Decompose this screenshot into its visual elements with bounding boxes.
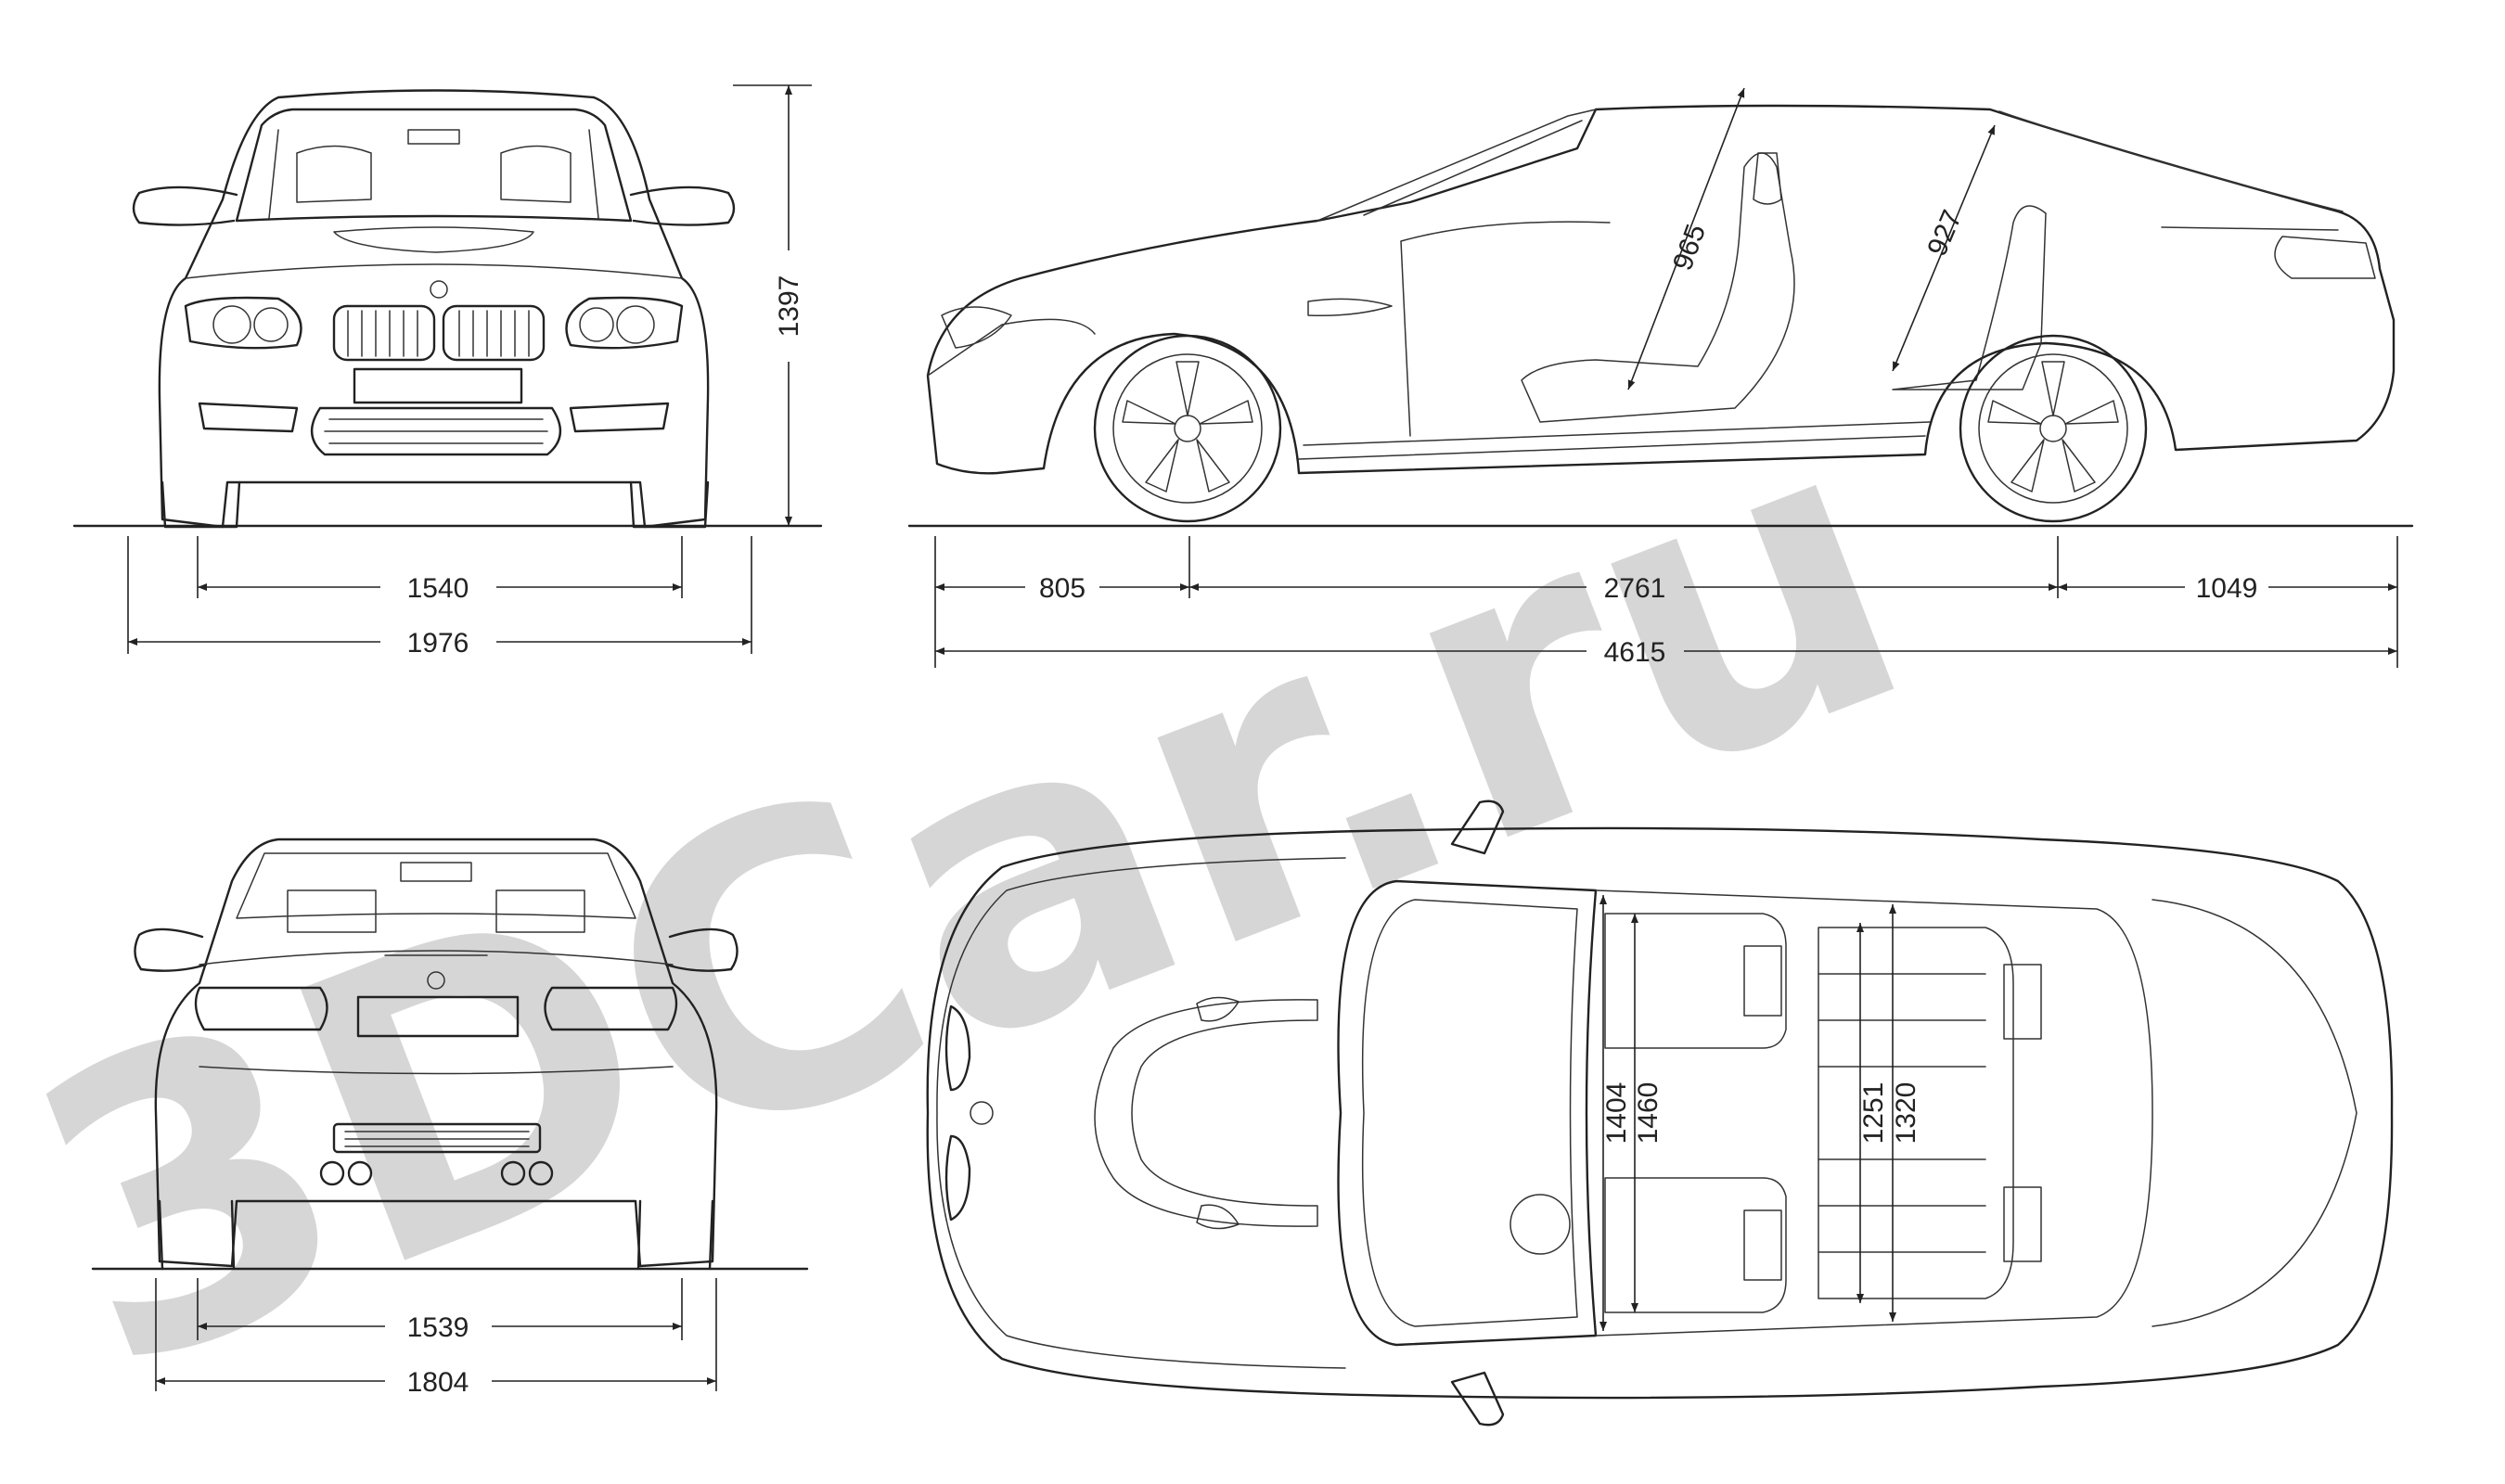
front-right-mirror (629, 186, 736, 226)
front-interior (268, 129, 599, 219)
side-front-details (927, 298, 1393, 377)
front-hood (185, 226, 683, 279)
top-front-seat-left (1604, 913, 1787, 1049)
height-label: 1397 (774, 275, 804, 338)
left-fog-intake (198, 402, 299, 433)
top-mirrors (1450, 800, 1505, 1426)
top-body-outline (926, 826, 2394, 1400)
top-hood-edge (936, 857, 1346, 1369)
rear-elbow-label: 1320 (1891, 1082, 1921, 1145)
side-headrest (1753, 152, 1782, 205)
side-front-wheel (1093, 334, 1282, 523)
right-fog-intake (569, 402, 670, 433)
rear-diffuser-grille (332, 1122, 542, 1154)
front-width-label: 1976 (407, 628, 469, 659)
rear-body-outline (154, 838, 718, 1268)
top-windshield (1337, 879, 1598, 1347)
side-rear-wheel (1959, 334, 2148, 523)
rear-bumper-line (199, 1066, 674, 1075)
top-logo (970, 1101, 994, 1125)
front-shoulder-label: 1404 (1601, 1082, 1632, 1145)
front-left-tire (161, 480, 241, 529)
rear-interior (236, 852, 636, 933)
side-rear-seat (1892, 205, 2047, 390)
front-left-mirror (132, 186, 238, 226)
right-headlight (565, 296, 684, 350)
left-headlight (184, 296, 302, 350)
side-view: 965 927 805 2761 1049 4615 (907, 87, 2414, 668)
wheelbase-label: 2761 (1604, 573, 1666, 604)
front-view: 1540 1976 1397 (72, 84, 823, 659)
rear-right-mirror (664, 928, 739, 972)
top-kidney-grille (944, 1004, 971, 1222)
rear-logo (427, 971, 445, 990)
rear-deck (199, 950, 674, 966)
side-trunk-taillight (1998, 110, 2376, 279)
top-side-vents (1196, 996, 1240, 1230)
left-kidney-grille (332, 304, 436, 362)
top-view: 1404 1460 1251 1320 (926, 800, 2394, 1426)
rear-overhang-label: 1049 (2196, 573, 2258, 604)
exhaust-tips (319, 1160, 554, 1186)
rear-left-mirror (134, 928, 208, 972)
rear-track-label: 1539 (407, 1312, 469, 1343)
top-front-seat-right (1604, 1177, 1787, 1313)
front-overhang-label: 805 (1039, 573, 1086, 604)
top-trunk (2152, 899, 2357, 1327)
front-logo (430, 280, 448, 299)
front-windshield (235, 108, 633, 223)
watermark-text: 3DCar.ru (0, 332, 1959, 1461)
rear-headroom-label: 927 (1921, 206, 1968, 261)
watermark: 3DCar.ru (0, 332, 1959, 1461)
right-kidney-grille (442, 304, 546, 362)
length-label: 4615 (1604, 637, 1666, 668)
right-taillight (544, 986, 678, 1031)
side-sill (1298, 421, 1931, 460)
rear-shoulder-label: 1251 (1858, 1082, 1889, 1145)
top-hood-bulge (1094, 999, 1318, 1227)
front-intake (311, 406, 561, 456)
top-rear-seats (1818, 927, 2042, 1299)
front-headroom-label: 965 (1667, 221, 1712, 275)
side-windshield (1317, 109, 1597, 222)
mirror-width-label: 1804 (407, 1367, 469, 1398)
front-plate (353, 367, 523, 404)
front-elbow-label: 1460 (1633, 1082, 1664, 1145)
top-cabin (1595, 889, 2153, 1337)
rear-view: 1539 1804 (91, 838, 809, 1398)
rear-tires (158, 1199, 714, 1271)
left-taillight (194, 986, 328, 1031)
front-right-tire (629, 480, 710, 529)
rear-plate (356, 995, 520, 1038)
top-steering-wheel (1509, 1194, 1571, 1255)
front-track-label: 1540 (407, 573, 469, 604)
side-door (1400, 221, 1611, 437)
